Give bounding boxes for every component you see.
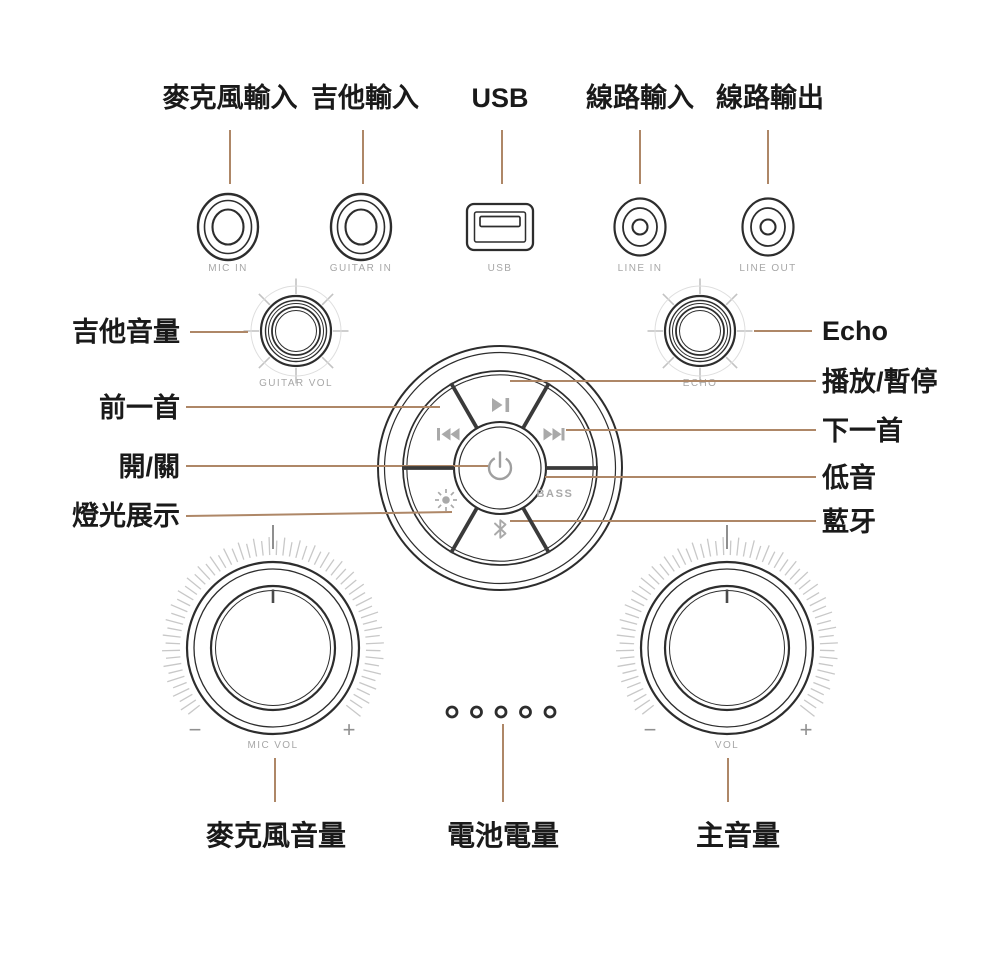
bottom-leader-lines xyxy=(274,724,729,802)
guitar-in-caption: GUITAR IN xyxy=(330,263,392,274)
echo-knob-spokes xyxy=(647,278,753,384)
light-icon xyxy=(435,489,457,511)
echo-knob: ECHO xyxy=(647,278,753,389)
callout-power: 開/關 xyxy=(118,452,180,482)
callout-lights: 燈光展示 xyxy=(72,501,180,531)
previous-icon xyxy=(437,428,460,441)
pad-divider xyxy=(449,382,479,430)
usb-label: USB xyxy=(471,83,528,113)
battery-dot xyxy=(470,705,483,719)
callout-play-pause: 播放/暫停 xyxy=(822,366,938,397)
battery-dots xyxy=(445,705,557,719)
leader-line-lights xyxy=(185,511,453,517)
mic-vol-caption: MIC VOL xyxy=(248,740,299,751)
top-leader-lines xyxy=(229,130,769,184)
guitar-vol-caption: GUITAR VOL xyxy=(259,378,333,389)
mic-vol-minus: − xyxy=(189,717,202,742)
mic-vol-plus: + xyxy=(343,717,356,742)
next-icon xyxy=(543,428,565,441)
callout-bluetooth: 藍牙 xyxy=(822,507,876,537)
callout-main-vol: 主音量 xyxy=(696,819,780,851)
guitar-vol-spokes xyxy=(243,278,349,384)
callout-guitar-vol: 吉他音量 xyxy=(72,316,180,347)
line-in-label: 線路輸入 xyxy=(586,82,694,113)
bluetooth-icon xyxy=(494,519,507,539)
callout-previous: 前一首 xyxy=(99,392,180,423)
guitar-vol-knob: GUITAR VOL xyxy=(243,278,349,389)
main-vol-tick-ring xyxy=(616,537,838,717)
top-port-labels: 麥克風輸入 吉他輸入 USB 線路輸入 線路輸出 xyxy=(162,82,825,113)
usb-port: USB xyxy=(465,202,535,274)
bass-caption: BASS xyxy=(537,488,574,500)
callout-echo: Echo xyxy=(822,316,888,346)
main-vol-knob: − + VOL xyxy=(616,525,838,751)
mic-in-jack: MIC IN xyxy=(196,192,260,274)
callout-battery: 電池電量 xyxy=(447,820,559,851)
control-pad: BASS xyxy=(185,345,816,591)
battery-dot xyxy=(519,705,532,719)
main-vol-minus: − xyxy=(644,717,657,742)
guitar-in-label: 吉他輸入 xyxy=(311,82,419,113)
mic-in-label: 麥克風輸入 xyxy=(162,82,298,113)
usb-caption: USB xyxy=(488,263,513,274)
pad-divider xyxy=(521,506,551,554)
line-out-caption: LINE OUT xyxy=(739,263,796,274)
callout-next: 下一首 xyxy=(822,415,903,446)
play-pause-icon xyxy=(492,398,510,412)
line-in-jack: LINE IN xyxy=(613,197,667,274)
line-out-label: 線路輸出 xyxy=(716,82,824,113)
power-icon xyxy=(487,451,513,481)
mic-vol-knob: − + MIC VOL xyxy=(162,525,384,751)
callout-bass: 低音 xyxy=(821,462,876,493)
main-vol-caption: VOL xyxy=(715,740,739,751)
battery-dot xyxy=(494,705,508,719)
line-out-jack: LINE OUT xyxy=(739,197,796,274)
mic-in-caption: MIC IN xyxy=(208,263,248,274)
battery-dot xyxy=(543,705,557,719)
callout-mic-vol: 麥克風音量 xyxy=(205,819,346,851)
bottom-callouts: 麥克風音量 電池電量 主音量 xyxy=(205,819,780,851)
pad-divider xyxy=(521,382,551,430)
mic-vol-tick-ring xyxy=(162,537,384,717)
main-vol-plus: + xyxy=(800,717,813,742)
guitar-in-jack: GUITAR IN xyxy=(330,192,393,274)
echo-caption: ECHO xyxy=(683,378,718,389)
pad-divider xyxy=(449,506,479,554)
pad-callouts: 前一首 開/關 燈光展示 播放/暫停 下一首 低音 藍牙 xyxy=(72,366,938,537)
battery-dot xyxy=(445,705,459,719)
line-in-caption: LINE IN xyxy=(618,263,663,274)
